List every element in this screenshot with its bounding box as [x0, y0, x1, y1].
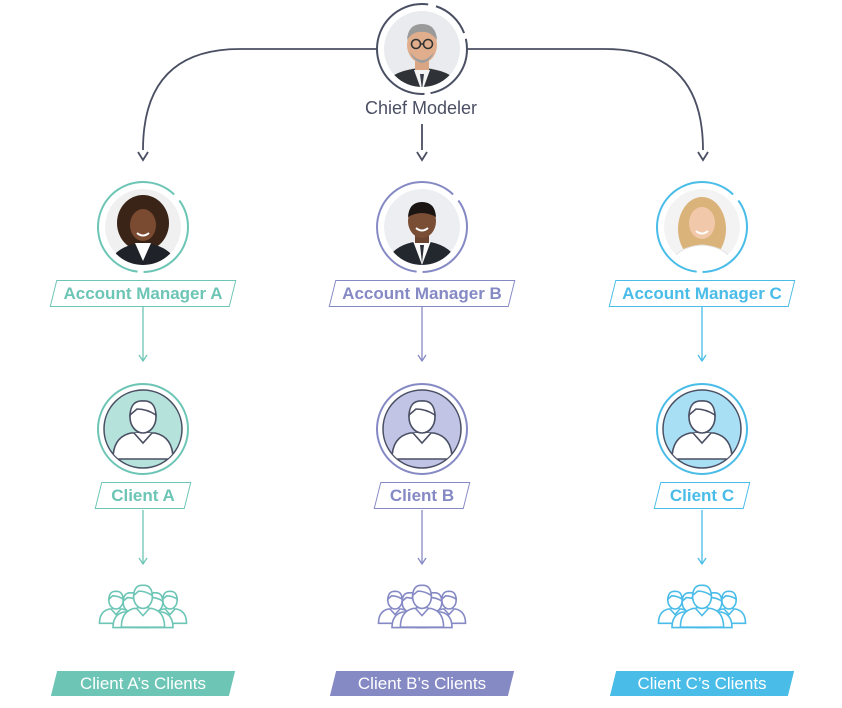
client-avatar-a: [97, 383, 189, 475]
arrow-client-to-group-c: [697, 510, 707, 566]
client-label-c-text: Client C: [669, 485, 735, 505]
manager-label-a-text: Account Manager A: [63, 283, 223, 303]
manager-label-c-text: Account Manager C: [622, 283, 782, 303]
branch-b: [376, 181, 468, 629]
client-group-label-a-text: Client A’s Clients: [80, 673, 206, 693]
manager-avatar-a: [97, 181, 189, 273]
client-group-label-b: Client B’s Clients: [329, 671, 515, 696]
arrow-manager-to-client-b: [417, 307, 427, 363]
client-group-icon-c: [657, 584, 747, 629]
manager-label-a: Account Manager A: [49, 280, 237, 307]
arrow-client-to-group-a: [138, 510, 148, 566]
client-label-c: Client C: [653, 482, 751, 509]
client-group-label-c: Client C’s Clients: [609, 671, 795, 696]
branch-a: [97, 181, 189, 629]
branch-c: [656, 181, 748, 629]
client-label-a: Client A: [94, 482, 192, 509]
client-avatar-b: [376, 383, 468, 475]
client-label-a-text: Client A: [111, 485, 175, 505]
client-avatar-c: [656, 383, 748, 475]
arrow-manager-to-client-a: [138, 307, 148, 363]
client-group-label-a: Client A’s Clients: [50, 671, 236, 696]
chief-avatar: [376, 3, 468, 95]
client-group-label-c-text: Client C’s Clients: [637, 673, 767, 693]
client-group-icon-a: [98, 584, 188, 629]
manager-avatar-b: [376, 181, 468, 273]
manager-label-b: Account Manager B: [328, 280, 516, 307]
connector-to-manager-c: [466, 48, 704, 151]
manager-label-c: Account Manager C: [608, 280, 796, 307]
manager-label-b-text: Account Manager B: [342, 283, 502, 303]
connector-to-manager-a: [142, 48, 378, 151]
arrow-head-b: [416, 151, 428, 162]
arrow-head-c: [697, 151, 709, 162]
client-group-icon-b: [377, 584, 467, 629]
client-label-b-text: Client B: [389, 485, 455, 505]
client-label-b: Client B: [373, 482, 471, 509]
client-group-label-b-text: Client B’s Clients: [357, 673, 487, 693]
arrow-client-to-group-b: [417, 510, 427, 566]
manager-avatar-c: [656, 181, 748, 273]
chief-connectors: [137, 48, 709, 162]
arrow-manager-to-client-c: [697, 307, 707, 363]
arrow-head-a: [137, 151, 149, 162]
chief-title: Chief Modeler: [364, 98, 478, 118]
